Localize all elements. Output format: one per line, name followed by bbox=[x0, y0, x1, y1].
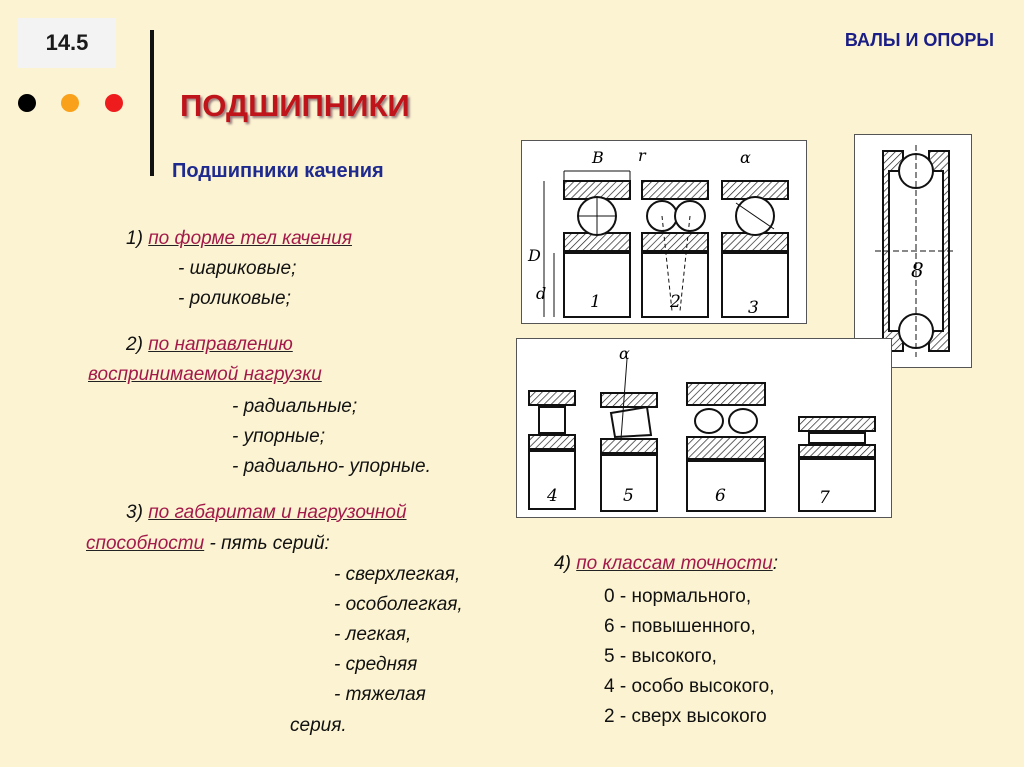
category-2-label-line2: воспринимаемой нагрузки bbox=[88, 364, 322, 385]
category-2-label-line1: по направлению bbox=[148, 334, 293, 355]
bearing-1-drawing bbox=[543, 170, 631, 318]
list-item: - особолегкая, bbox=[334, 594, 463, 615]
bearing-2-drawing bbox=[641, 180, 709, 318]
category-2-heading: 2) по направлению bbox=[126, 334, 293, 356]
category-4-heading: 4) по классам точности: bbox=[554, 553, 778, 575]
category-3-heading: 3) по габаритам и нагрузочной bbox=[126, 502, 407, 524]
list-item: 6 - повышенного, bbox=[604, 616, 756, 637]
category-4-colon: : bbox=[772, 553, 778, 574]
vertical-divider bbox=[150, 30, 154, 176]
list-item: - радиально- упорные. bbox=[232, 456, 431, 477]
roller-bearings-drawing: α 4 5 6 7 bbox=[528, 344, 876, 512]
list-item: - упорные; bbox=[232, 426, 325, 447]
category-4-number: 4) bbox=[554, 553, 571, 574]
category-1-heading: 1) по форме тел качения bbox=[126, 228, 352, 250]
list-item: - радиальные; bbox=[232, 396, 358, 417]
label-3: 3 bbox=[748, 298, 759, 318]
section-title: ВАЛЫ И ОПОРЫ bbox=[844, 30, 994, 50]
category-1-number: 1) bbox=[126, 228, 143, 249]
label-d: d bbox=[536, 284, 546, 303]
label-8: 8 bbox=[911, 258, 924, 282]
label-1: 1 bbox=[590, 292, 601, 312]
list-item: - сверхлегкая, bbox=[334, 564, 461, 585]
list-item: 0 - нормального, bbox=[604, 586, 752, 607]
list-item: - средняя bbox=[334, 654, 418, 675]
list-item: - тяжелая bbox=[334, 684, 426, 705]
list-item: - роликовые; bbox=[178, 288, 291, 309]
orange-dot-icon bbox=[61, 94, 79, 112]
label-2: 2 bbox=[669, 292, 681, 312]
thrust-bearing-figure: 8 bbox=[854, 134, 972, 368]
label-r: r bbox=[638, 146, 647, 165]
list-item: 4 - особо высокого, bbox=[604, 676, 775, 697]
list-item: - легкая, bbox=[334, 624, 412, 645]
list-item: 5 - высокого, bbox=[604, 646, 717, 667]
red-dot-icon bbox=[105, 94, 123, 112]
black-dot-icon bbox=[18, 94, 36, 112]
category-3-label-line2: способности bbox=[86, 533, 205, 554]
list-item: серия. bbox=[290, 715, 347, 736]
radial-bearings-drawing: B r α D d 1 2 3 bbox=[527, 146, 789, 318]
label-6: 6 bbox=[715, 486, 726, 506]
radial-bearings-figure: B r α D d 1 2 3 bbox=[521, 140, 807, 324]
category-3-line2: способности - пять серий: bbox=[86, 533, 330, 555]
category-1-label: по форме тел качения bbox=[148, 228, 352, 249]
roller-bearings-figure: α 4 5 6 7 bbox=[516, 338, 892, 518]
label-7: 7 bbox=[819, 488, 830, 508]
label-B: B bbox=[591, 148, 604, 167]
list-item: - шариковые; bbox=[178, 258, 297, 279]
label-D: D bbox=[527, 246, 541, 265]
bearing-6-drawing bbox=[686, 382, 766, 512]
category-2-number: 2) bbox=[126, 334, 143, 355]
list-item: 2 - сверх высокого bbox=[604, 706, 767, 727]
bearing-4-drawing bbox=[528, 390, 576, 510]
bearing-3-drawing bbox=[721, 180, 789, 318]
category-4-label: по классам точности bbox=[576, 553, 773, 574]
category-3-label-line1: по габаритам и нагрузочной bbox=[148, 502, 407, 523]
thrust-bearing-drawing: 8 bbox=[875, 145, 955, 357]
label-4: 4 bbox=[546, 486, 558, 506]
label-5: 5 bbox=[623, 486, 634, 506]
bearing-7-drawing bbox=[798, 416, 876, 512]
page-subtitle: Подшипники качения bbox=[172, 160, 384, 182]
category-3-number: 3) bbox=[126, 502, 143, 523]
category-3-suffix: - пять серий: bbox=[204, 533, 330, 554]
bearing-5-drawing bbox=[600, 358, 658, 512]
slide-number-badge: 14.5 bbox=[18, 18, 116, 68]
label-alpha-bottom: α bbox=[619, 344, 630, 363]
label-alpha: α bbox=[740, 148, 751, 167]
page-title: ПОДШИПНИКИ bbox=[180, 88, 410, 123]
